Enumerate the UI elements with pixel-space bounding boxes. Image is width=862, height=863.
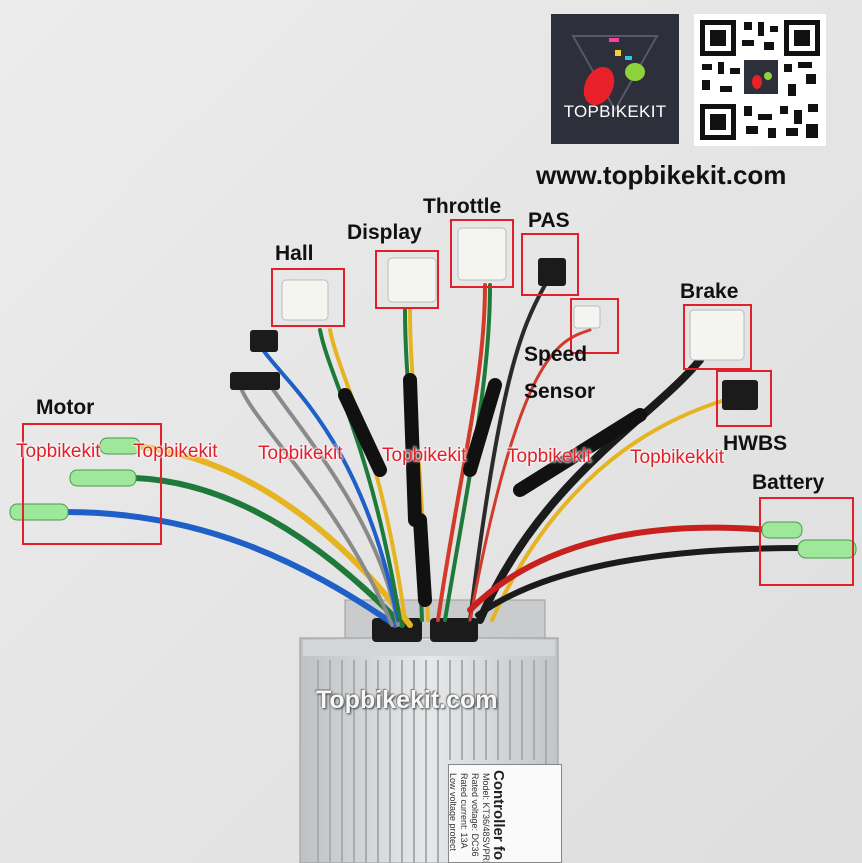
watermark-2: Topbikekit <box>133 441 218 462</box>
label-hall: Hall <box>275 242 314 265</box>
watermark-6: Topbikekkit <box>630 447 724 468</box>
plate-line: Low voltage protect <box>448 773 458 852</box>
label-display: Display <box>347 221 422 244</box>
watermark-3: Topbikekit <box>258 443 343 464</box>
throttle-callout-box <box>450 219 514 288</box>
watermark-4: Topbikekit <box>382 445 467 466</box>
bullet-connector <box>9 437 857 559</box>
label-sensor: Sensor <box>524 380 596 403</box>
plate-line: Rated current: 13A <box>459 773 469 849</box>
battery-callout-box <box>759 497 854 586</box>
label-pas: PAS <box>528 209 570 232</box>
label-brake: Brake <box>680 280 739 303</box>
label-motor: Motor <box>36 396 95 419</box>
connector-plug <box>230 227 758 410</box>
speed-callout-box <box>570 298 619 354</box>
plate-line: Model: KT36/48SVPRL <box>481 773 491 863</box>
case-watermark: Topbikekit.com <box>316 686 498 714</box>
logo-mark-icon <box>571 35 659 113</box>
watermark-1: Topbikekit <box>16 441 101 462</box>
plate-line: Rated voltage: DC36 <box>470 773 480 857</box>
brand-logo: TOPBIKEKIT <box>551 14 679 144</box>
website-url: www.topbikekit.com <box>536 160 787 190</box>
qr-code-icon <box>694 14 826 146</box>
plate-title: Controller fo <box>490 770 507 860</box>
hwbs-callout-box <box>716 370 772 427</box>
pas-callout-box <box>521 233 579 296</box>
logo-text: TOPBIKEKIT <box>563 102 667 121</box>
rating-plate: Controller fo Model: KT36/48SVPRL Rated … <box>448 764 562 863</box>
motor-callout-box <box>22 423 162 545</box>
watermark-5: Topbikekit <box>507 446 592 467</box>
label-speed: Speed <box>524 343 588 366</box>
hall-callout-box <box>271 268 345 327</box>
brake-callout-box <box>683 304 752 370</box>
sleeves <box>338 373 647 607</box>
display-callout-box <box>375 250 439 309</box>
label-throttle: Throttle <box>423 195 502 218</box>
label-battery: Battery <box>752 471 825 494</box>
label-hwbs: HWBS <box>723 432 788 455</box>
